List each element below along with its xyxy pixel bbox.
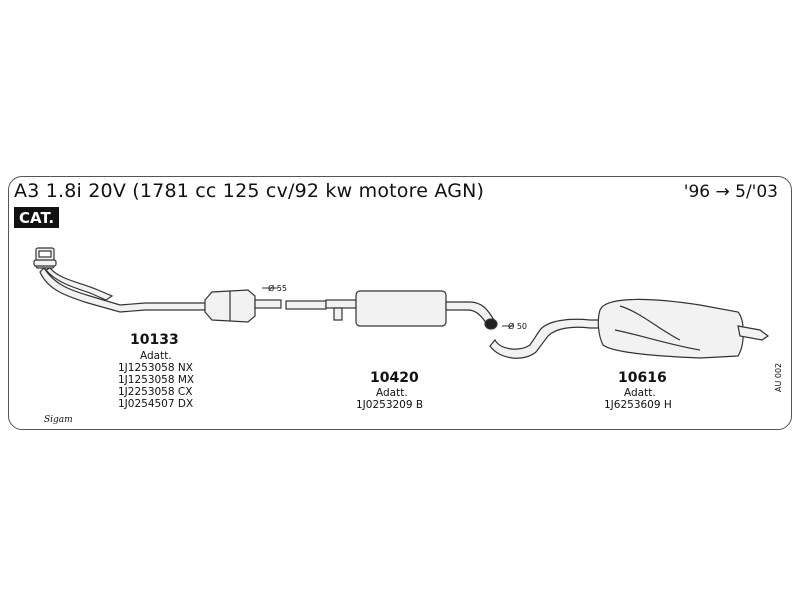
diagram-panel xyxy=(8,176,792,430)
part-note-10616: Adatt. xyxy=(624,387,656,399)
part-ref: 1J2253058 CX xyxy=(118,386,193,398)
part-code-10420: 10420 xyxy=(370,370,419,386)
front-pipe-second xyxy=(45,267,114,301)
mid-pipe xyxy=(285,300,327,310)
part-ref: 1J1253058 NX xyxy=(118,362,193,374)
part-ref: 1J6253609 H xyxy=(604,399,672,411)
diameter-label-55: Ø 55 xyxy=(268,284,288,293)
part-ref: 1J0254507 DX xyxy=(118,398,194,410)
part-ref: 1J0253209 B xyxy=(356,399,424,411)
brand-logo: Sigam xyxy=(44,415,73,425)
manifold-flange xyxy=(33,247,57,269)
vehicle-title: A3 1.8i 20V (1781 cc 125 cv/92 kw motore… xyxy=(14,180,485,202)
production-years: '96 → 5/'03 xyxy=(683,182,778,202)
middle-silencer xyxy=(325,290,498,330)
part-code-10616: 10616 xyxy=(618,370,667,386)
catalyst xyxy=(204,289,282,323)
part-note-10133: Adatt. xyxy=(140,350,172,362)
catalyst-badge: CAT. xyxy=(14,207,60,228)
part-code-10133: 10133 xyxy=(130,332,179,348)
rear-silencer xyxy=(597,298,770,359)
diameter-label-50: Ø 50 xyxy=(508,322,528,331)
part-note-10420: Adatt. xyxy=(376,387,408,399)
part-ref: 1J1253058 MX xyxy=(118,374,195,386)
front-pipe xyxy=(39,267,206,313)
page-id: AU 002 xyxy=(774,362,783,392)
